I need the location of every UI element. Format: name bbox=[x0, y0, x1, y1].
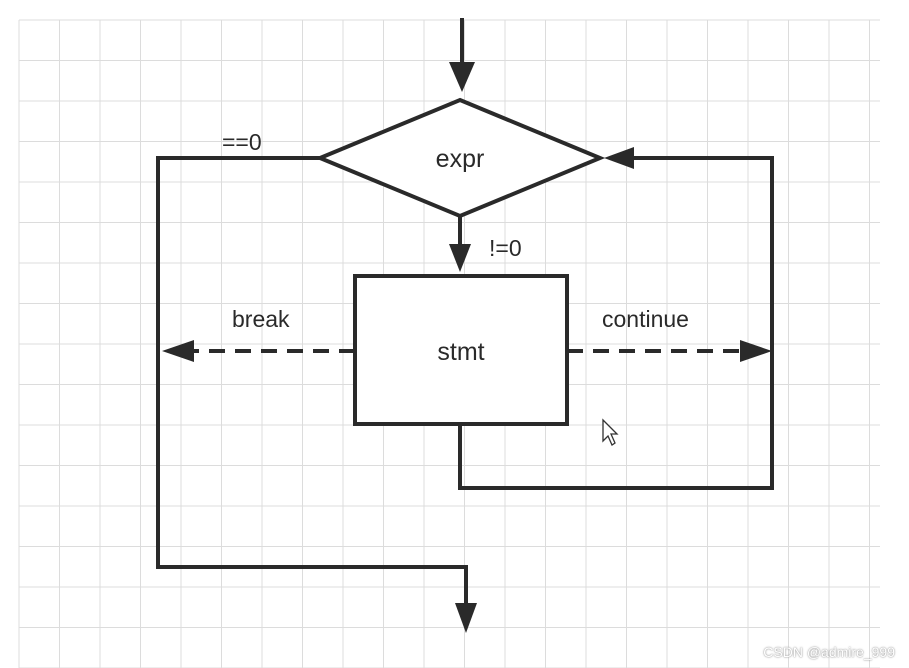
break-label: break bbox=[232, 306, 290, 332]
false-branch-label: ==0 bbox=[222, 129, 262, 155]
loop-back-arrowhead bbox=[604, 147, 634, 169]
loop-back-line bbox=[458, 156, 774, 490]
entry-arrow bbox=[449, 18, 475, 92]
break-arrowhead bbox=[162, 340, 194, 362]
false-branch-line bbox=[156, 156, 468, 606]
mouse-cursor-icon bbox=[602, 418, 619, 446]
condition-label: expr bbox=[436, 145, 485, 173]
watermark: CSDN @admire_999 bbox=[763, 644, 895, 660]
statement-label: stmt bbox=[437, 338, 484, 366]
continue-arrowhead bbox=[740, 340, 772, 362]
true-branch-label: !=0 bbox=[489, 235, 522, 261]
exit-arrowhead bbox=[455, 603, 477, 633]
continue-label: continue bbox=[602, 306, 689, 332]
true-branch-arrow bbox=[449, 216, 471, 272]
